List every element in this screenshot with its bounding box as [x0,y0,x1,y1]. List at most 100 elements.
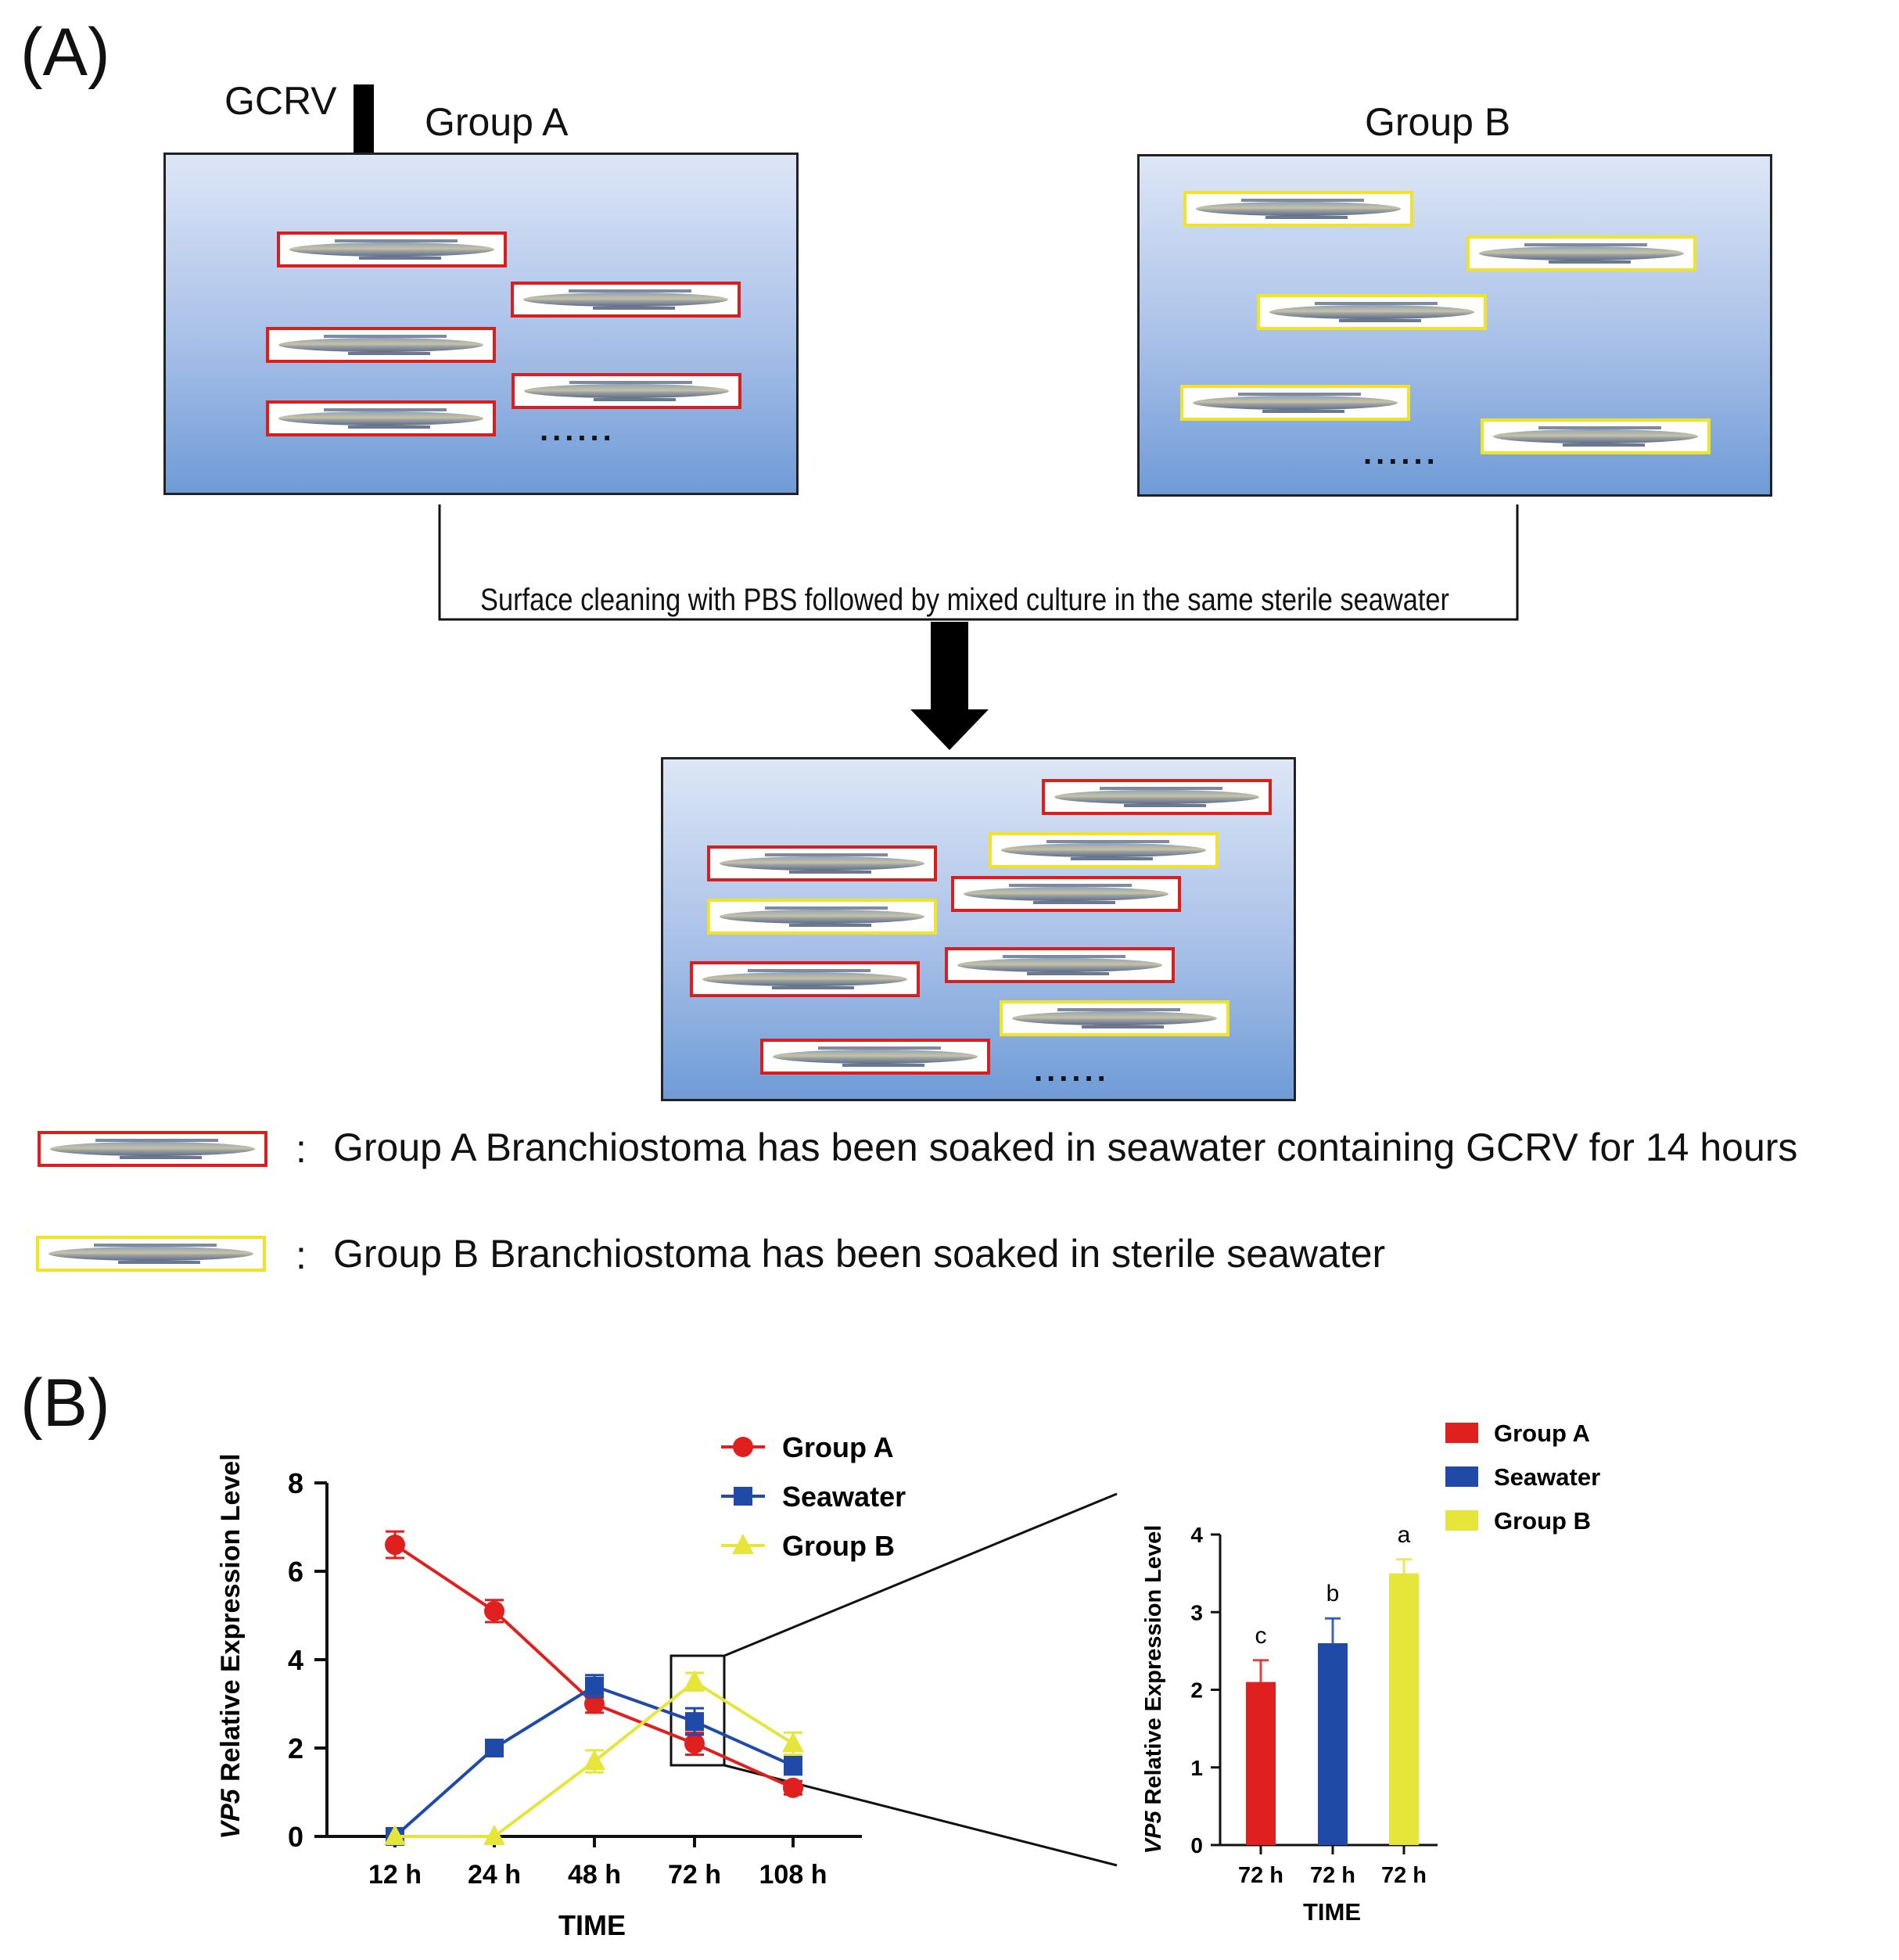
x-tick-label: 72 h [1381,1863,1427,1888]
infected-fish [951,876,1181,912]
sterile-fish [707,899,937,935]
data-point [584,1693,605,1714]
fish-icon [1493,426,1698,447]
zoom-box [669,1654,726,1767]
group-a-title: Group A [425,100,569,144]
x-tick-label: 72 h [1238,1863,1283,1888]
sterile-fish [1000,1000,1230,1036]
x-axis-title: TIME [1303,1898,1361,1926]
y-tick-label: 0 [288,1821,303,1853]
y-tick-label: 8 [288,1467,303,1499]
y-tick-label: 2 [1190,1678,1203,1703]
data-point [685,1712,704,1732]
fish-icon [964,884,1168,904]
gcrv-label: GCRV [224,79,337,123]
x-tick-label: 108 h [759,1860,827,1890]
sterile-fish [1257,294,1487,330]
fish-icon [289,239,494,260]
mixed-tank: ...... [661,757,1296,1101]
fish-icon [1054,787,1259,807]
mix-arrow [910,622,989,750]
y-tick-label: 4 [1190,1523,1203,1547]
fish-icon [278,335,483,355]
legend-marker [734,1487,752,1506]
data-point [585,1676,604,1696]
infected-fish [266,400,496,436]
fish-icon [523,289,728,310]
data-point [384,1825,406,1845]
significance-label: a [1398,1522,1411,1548]
group-b-title: Group B [1365,100,1511,144]
fish-icon [720,906,924,927]
more-fish-ellipsis: ...... [540,413,616,447]
legend-colon: : [296,1127,307,1171]
y-axis-title: VP5 Relative Expression Level [1141,1525,1166,1854]
y-tick-label: 6 [288,1556,303,1588]
legend-label: Seawater [1494,1463,1600,1491]
more-fish-ellipsis: ...... [1034,1054,1110,1088]
sterile-fish [1481,418,1711,454]
data-point [782,1732,804,1753]
infected-fish [690,961,920,997]
fish-icon [50,1139,255,1159]
x-tick-label: 72 h [1310,1863,1355,1888]
legend-marker [732,1534,754,1554]
legend-label: Seawater [782,1481,906,1513]
data-point [484,1600,504,1621]
group-b-tank: ...... [1137,154,1772,497]
legend-swatch [1445,1466,1478,1487]
bar [1318,1642,1348,1845]
sterile-fish [1180,385,1410,421]
infected-fish [760,1039,990,1075]
legend-marker [733,1437,753,1457]
legend-red-text: Group A Branchiostoma has been soaked in… [333,1125,1798,1169]
fish-icon [720,853,924,874]
y-tick-label: 2 [288,1732,303,1764]
infected-fish [945,947,1175,983]
legend-label: Group A [1494,1420,1590,1447]
x-tick-label: 48 h [568,1860,621,1890]
process-caption: Surface cleaning with PBS followed by mi… [480,583,1450,617]
data-point [485,1739,504,1757]
fish-icon [278,408,483,429]
y-tick-label: 4 [288,1644,303,1676]
sterile-fish [1466,235,1696,271]
more-fish-ellipsis: ...... [1363,436,1439,471]
data-point [684,1733,705,1754]
fish-icon [957,955,1162,975]
data-point [684,1670,705,1691]
fish-icon [773,1046,978,1067]
group-a-tank: ...... [163,153,799,495]
fish-icon [1269,302,1474,322]
legend-swatch [1445,1423,1478,1443]
legend-label: Group B [782,1530,895,1562]
infected-fish [707,845,937,881]
legend-red-fish-swatch [38,1131,267,1167]
data-point [385,1535,405,1556]
fish-icon [524,381,729,401]
y-axis-title: VP5 Relative Expression Level [216,1453,246,1839]
fish-icon [48,1244,253,1264]
data-point [783,1777,803,1798]
bar [1389,1573,1419,1845]
x-tick-label: 72 h [668,1860,721,1890]
infected-fish [266,327,496,363]
legend-yellow-fish-swatch [36,1236,266,1272]
infected-fish [511,282,741,318]
fish-icon [1196,199,1401,219]
infected-fish [1042,779,1272,815]
bar [1246,1682,1276,1845]
significance-label: b [1326,1581,1340,1606]
x-tick-label: 24 h [468,1860,521,1890]
significance-label: c [1255,1623,1267,1649]
y-tick-label: 0 [1190,1833,1203,1858]
legend-yellow-text: Group B Branchiostoma has been soaked in… [333,1232,1386,1276]
sterile-fish [989,832,1219,868]
y-tick-label: 3 [1190,1600,1203,1624]
data-point [483,1825,505,1845]
panel-a-label: (A) [20,15,110,90]
fish-icon [702,969,907,989]
sterile-fish [1183,191,1413,227]
fish-icon [1479,243,1684,264]
